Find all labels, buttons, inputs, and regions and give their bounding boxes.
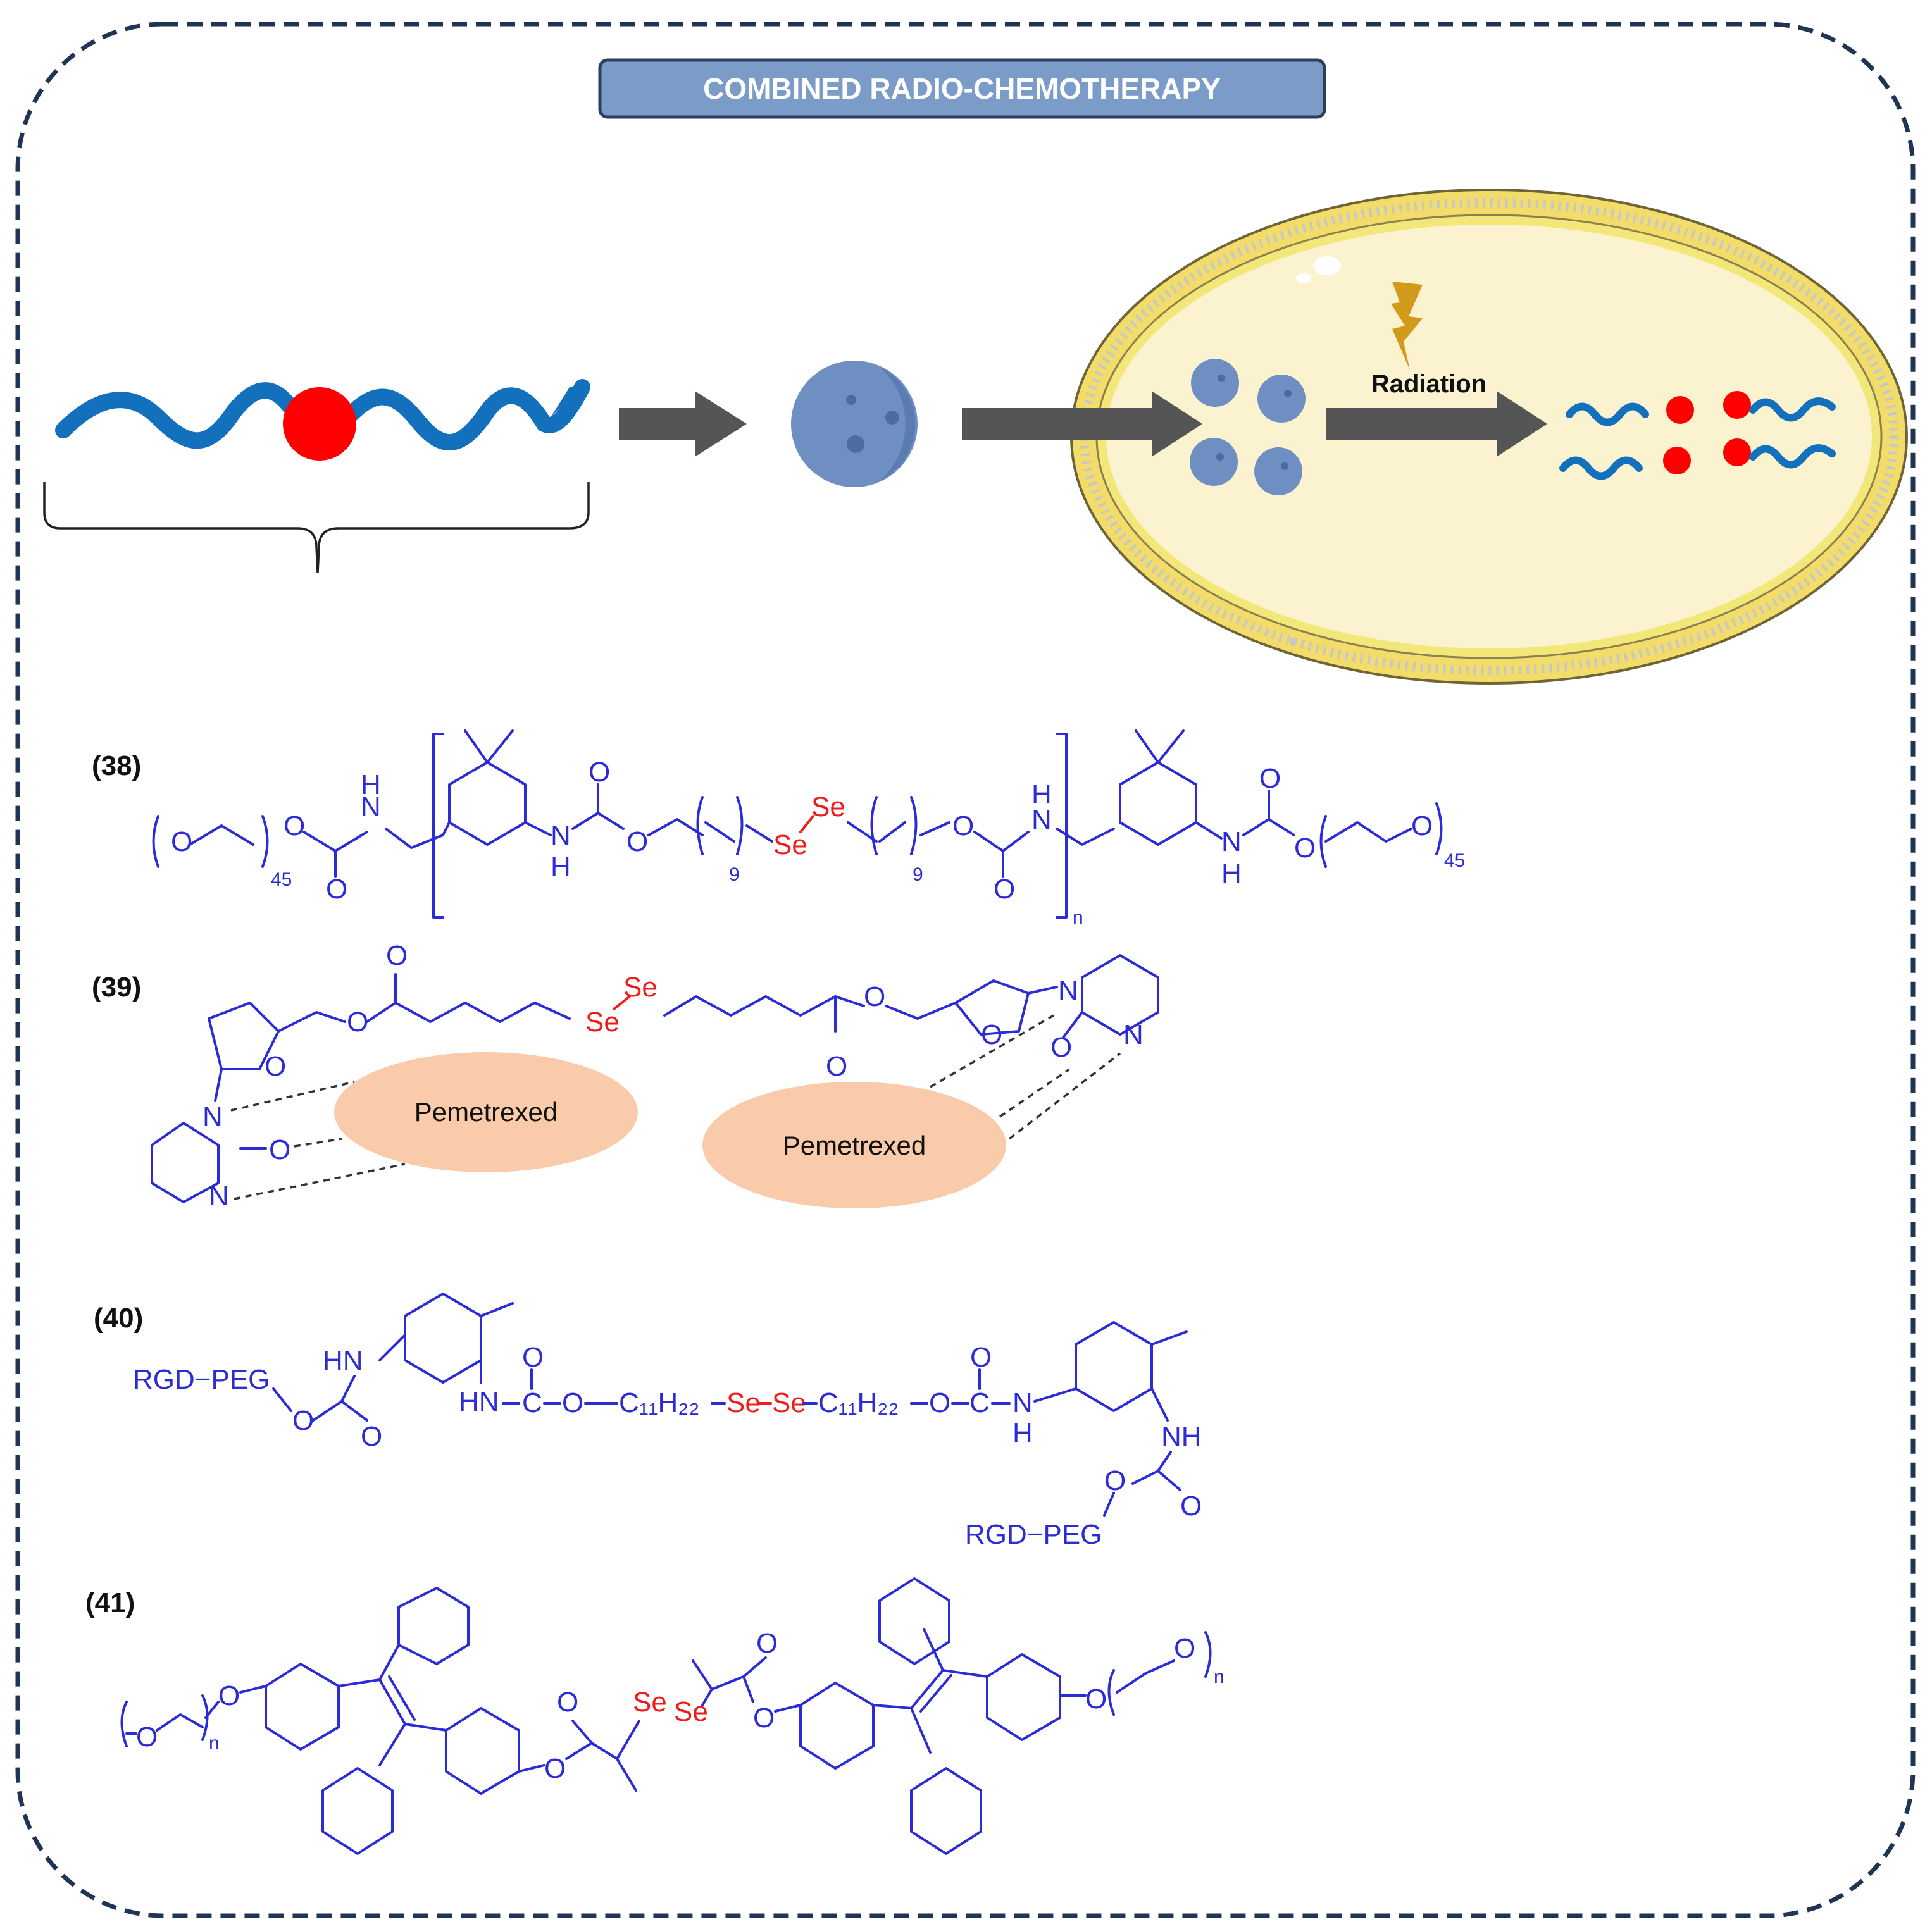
atom-O: O <box>1174 1633 1195 1664</box>
subscript: n <box>1214 1666 1225 1687</box>
atom-O: O <box>1411 810 1433 841</box>
atom-O: O <box>826 1051 847 1082</box>
pemetrexed-label-2: Pemetrexed <box>783 1131 926 1160</box>
compound-label-41: (41) <box>85 1587 135 1618</box>
atom-O: O <box>136 1721 158 1752</box>
arrow-1 <box>619 391 747 457</box>
atom-Se: Se <box>623 972 658 1003</box>
atom-O: O <box>981 1019 1002 1050</box>
atom-O: O <box>284 810 305 841</box>
arrow-2 <box>962 391 1202 457</box>
subscript: 45 <box>271 869 292 890</box>
atom-H: H <box>1013 1418 1033 1449</box>
end-group-left: RGD−PEG <box>133 1364 270 1395</box>
subscript: n <box>209 1733 220 1754</box>
atom-O: O <box>970 1342 992 1373</box>
atom-H: H <box>361 769 381 800</box>
pemetrexed-ellipse-2 <box>702 1082 1006 1208</box>
atom-O: O <box>1104 1465 1126 1496</box>
atom-O: O <box>1259 763 1281 794</box>
lightning-icon <box>1391 282 1423 370</box>
atom-O: O <box>589 757 610 788</box>
subscript: n <box>1073 907 1083 928</box>
atom-O: O <box>562 1387 583 1418</box>
compound-label-40: (40) <box>94 1303 143 1334</box>
atom-HN: HN <box>323 1345 363 1376</box>
end-group-right: RGD−PEG <box>965 1519 1102 1550</box>
atom-C: C <box>969 1387 990 1418</box>
compound-39: (39) O O O Se Se O O O N N O N N O <box>92 940 1159 1212</box>
curly-brace <box>43 482 590 573</box>
compound-38: (38) O 45 O O N H N H O O 9 Se Se <box>92 729 1465 928</box>
pemetrexed-label-1: Pemetrexed <box>414 1097 558 1127</box>
subscript: 9 <box>729 864 740 885</box>
small-nanoparticles <box>1190 359 1306 495</box>
compound-label-39: (39) <box>92 972 141 1003</box>
atom-O: O <box>557 1687 578 1718</box>
atom-O: O <box>171 826 192 857</box>
atom-N: N <box>1123 1019 1144 1050</box>
radiation-arrow: Radiation <box>1326 370 1547 457</box>
subscript: 9 <box>913 864 923 885</box>
atom-O: O <box>756 1628 778 1659</box>
atom-O: O <box>292 1405 314 1436</box>
pemetrexed-ellipse-1 <box>334 1052 638 1172</box>
spacer-left: C₁₁H₂₂ <box>619 1387 699 1418</box>
nanoparticle <box>791 361 918 487</box>
atom-O: O <box>1050 1032 1072 1063</box>
spacer-right: C₁₁H₂₂ <box>818 1387 899 1418</box>
atom-O: O <box>1180 1491 1202 1522</box>
atom-C: C <box>522 1387 542 1418</box>
atom-Se: Se <box>633 1687 667 1718</box>
atom-Se: Se <box>726 1387 761 1418</box>
drug-circle <box>283 387 356 461</box>
atom-O: O <box>1294 833 1316 864</box>
atom-Se: Se <box>585 1007 620 1038</box>
atom-O: O <box>544 1753 566 1784</box>
atom-Se: Se <box>811 791 845 822</box>
atom-O: O <box>361 1421 382 1452</box>
atom-O: O <box>269 1134 290 1165</box>
atom-H: H <box>551 852 571 883</box>
atom-HN: HN <box>459 1386 499 1417</box>
atom-O: O <box>218 1680 240 1711</box>
atom-O: O <box>386 940 408 971</box>
atom-N: N <box>1031 804 1052 835</box>
atom-H: H <box>1031 779 1052 810</box>
atom-O: O <box>753 1703 775 1734</box>
atom-O: O <box>952 810 974 841</box>
atom-H: H <box>1221 858 1242 889</box>
atom-Se: Se <box>773 829 807 860</box>
atom-N: N <box>1221 826 1242 857</box>
atom-N: N <box>1013 1387 1033 1418</box>
atom-NH: NH <box>1161 1421 1202 1452</box>
atom-O: O <box>1085 1684 1107 1715</box>
polymer-drug-conjugate <box>55 379 590 461</box>
released-fragments <box>1559 391 1836 480</box>
atom-N: N <box>209 1181 229 1212</box>
atom-O: O <box>522 1342 544 1373</box>
atom-O: O <box>929 1387 950 1418</box>
compound-41: (41) O n O O O Se Se O O <box>85 1577 1225 1855</box>
subscript: 45 <box>1444 850 1465 871</box>
atom-O: O <box>347 1007 368 1038</box>
atom-O: O <box>864 981 885 1012</box>
compound-label-38: (38) <box>92 750 141 781</box>
atom-O: O <box>626 826 648 857</box>
atom-N: N <box>551 820 571 851</box>
dashed-frame <box>15 22 1916 1918</box>
atom-N: N <box>361 791 381 822</box>
compound-40: (40) RGD−PEG O HN O HN C O O C₁₁H₂₂ Se S… <box>94 1293 1202 1550</box>
atom-Se: Se <box>674 1696 708 1727</box>
atom-O: O <box>326 874 347 905</box>
atom-O: O <box>994 874 1015 905</box>
atom-O: O <box>265 1051 286 1082</box>
atom-N: N <box>1058 975 1078 1006</box>
page-title: COMBINED RADIO-CHEMOTHERAPY <box>703 72 1221 105</box>
radiation-label: Radiation <box>1371 370 1486 398</box>
atom-Se: Se <box>772 1387 806 1418</box>
atom-N: N <box>203 1101 223 1132</box>
title-box: COMBINED RADIO-CHEMOTHERAPY <box>598 58 1326 119</box>
